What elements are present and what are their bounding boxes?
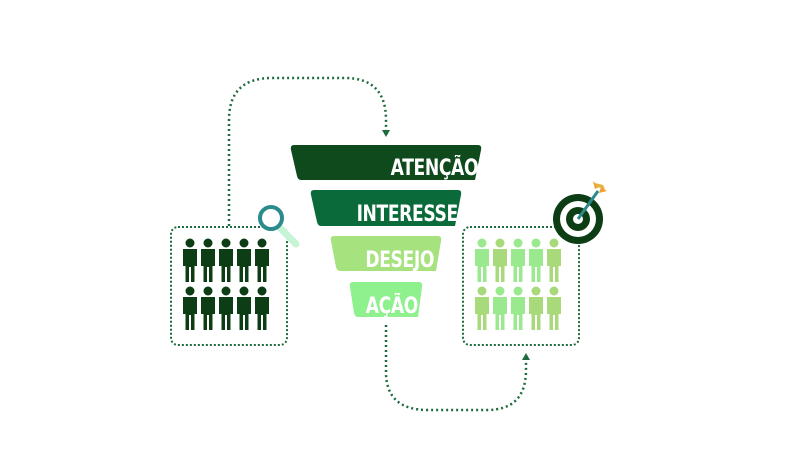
bottom-dotted-arrow-path — [384, 325, 528, 412]
funnel-stage-desire-label: DESEJO — [365, 248, 434, 273]
right-customers-box — [462, 226, 580, 346]
funnel-stage-action-shape — [349, 282, 423, 317]
funnel-stage-interest-shape — [310, 190, 462, 226]
funnel-stage-interest-label: INTERESSE — [356, 202, 459, 227]
funnel-stage-attention-label: ATENÇÃO — [390, 156, 479, 181]
left-audience-box — [170, 226, 288, 346]
arrow-head-down-icon — [382, 130, 390, 137]
funnel-stage-attention-shape — [290, 145, 482, 180]
target-arrow-icon — [553, 181, 607, 244]
funnel-stage-action-label: AÇÃO — [365, 294, 419, 319]
arrow-head-up-icon — [522, 353, 530, 360]
top-dotted-arrow-path — [227, 76, 388, 226]
funnel-stage-desire-shape — [330, 236, 442, 271]
magnifier-icon — [258, 205, 300, 248]
left-audience-people — [183, 238, 269, 330]
